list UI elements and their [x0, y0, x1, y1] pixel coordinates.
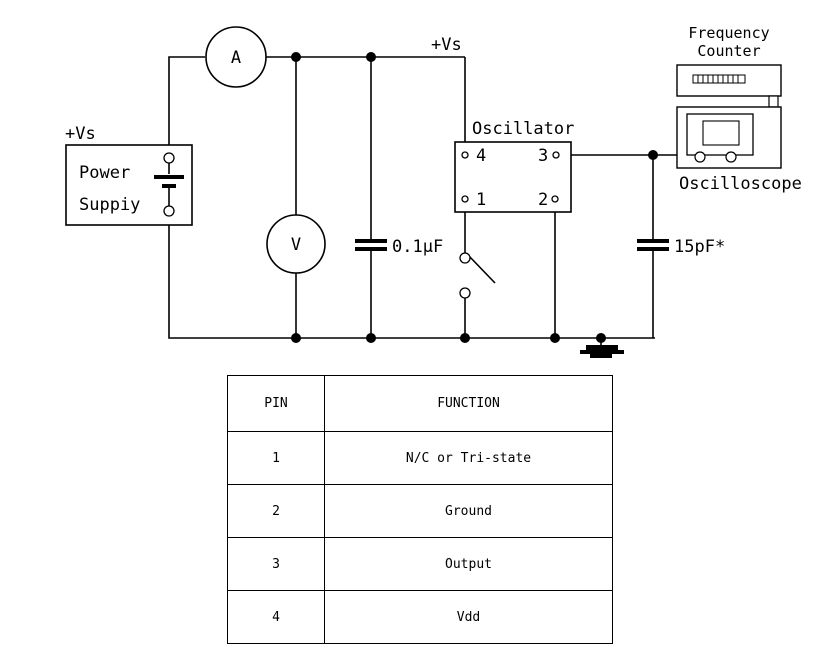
bypass-capacitor-label: 0.1μF — [392, 237, 443, 257]
pin-function-cell: Ground — [324, 484, 613, 538]
load-capacitor-label: 15pF* — [674, 237, 725, 257]
frequency-counter-label-line2: Counter — [697, 42, 760, 60]
pin-number-cell: 2 — [227, 484, 325, 538]
load-capacitor: 15pF* — [637, 237, 725, 257]
junction-dots — [291, 52, 658, 343]
pin-number-cell: 4 — [227, 590, 325, 644]
voltmeter-label: V — [291, 235, 301, 255]
power-supply: Power Suppiy — [65, 144, 193, 226]
table-row: 2 Ground — [227, 484, 613, 538]
frequency-counter-label-line1: Frequency — [688, 24, 769, 42]
oscilloscope-label: Oscilloscope — [679, 174, 802, 194]
bypass-capacitor: 0.1μF — [355, 237, 443, 257]
pin-1-label: 1 — [476, 190, 486, 210]
pin-number-cell: 1 — [227, 431, 325, 485]
switch — [459, 252, 471, 299]
power-supply-label-line2: Suppiy — [79, 195, 140, 215]
circuit-wires — [168, 56, 680, 346]
ammeter-label: A — [231, 48, 241, 68]
vs-supply-label: +Vs — [65, 124, 96, 144]
counter-display-icon — [692, 74, 746, 84]
pin-function-cell: Output — [324, 537, 613, 591]
oscilloscope: Oscilloscope — [676, 106, 802, 194]
pin-2-label: 2 — [538, 190, 548, 210]
column-header-pin: PIN — [227, 375, 325, 432]
pin-number-cell: 3 — [227, 537, 325, 591]
table-header-row: PIN FUNCTION — [227, 375, 613, 432]
table-row: 4 Vdd — [227, 590, 613, 644]
frequency-counter: Frequency Counter — [676, 24, 782, 108]
power-supply-label-line1: Power — [79, 163, 130, 183]
test-circuit-schematic: +Vs +Vs Power Suppiy A V 0.1μF Oscillato… — [65, 24, 802, 358]
column-header-function: FUNCTION — [324, 375, 613, 432]
vs-top-label: +Vs — [431, 35, 462, 55]
ammeter: A — [205, 26, 267, 88]
pin-function-cell: Vdd — [324, 590, 613, 644]
pin-3-label: 3 — [538, 146, 548, 166]
pin-function-table: PIN FUNCTION 1 N/C or Tri-state 2 Ground… — [227, 375, 613, 644]
table-row: 3 Output — [227, 537, 613, 591]
ground-icon — [580, 345, 624, 358]
pin-4-label: 4 — [476, 146, 486, 166]
battery-icon — [154, 175, 184, 188]
table-row: 1 N/C or Tri-state — [227, 431, 613, 485]
pin-function-cell: N/C or Tri-state — [324, 431, 613, 485]
oscillator: Oscillator 4 3 1 2 — [454, 119, 574, 213]
voltmeter: V — [266, 214, 326, 274]
oscillator-label: Oscillator — [472, 119, 574, 139]
